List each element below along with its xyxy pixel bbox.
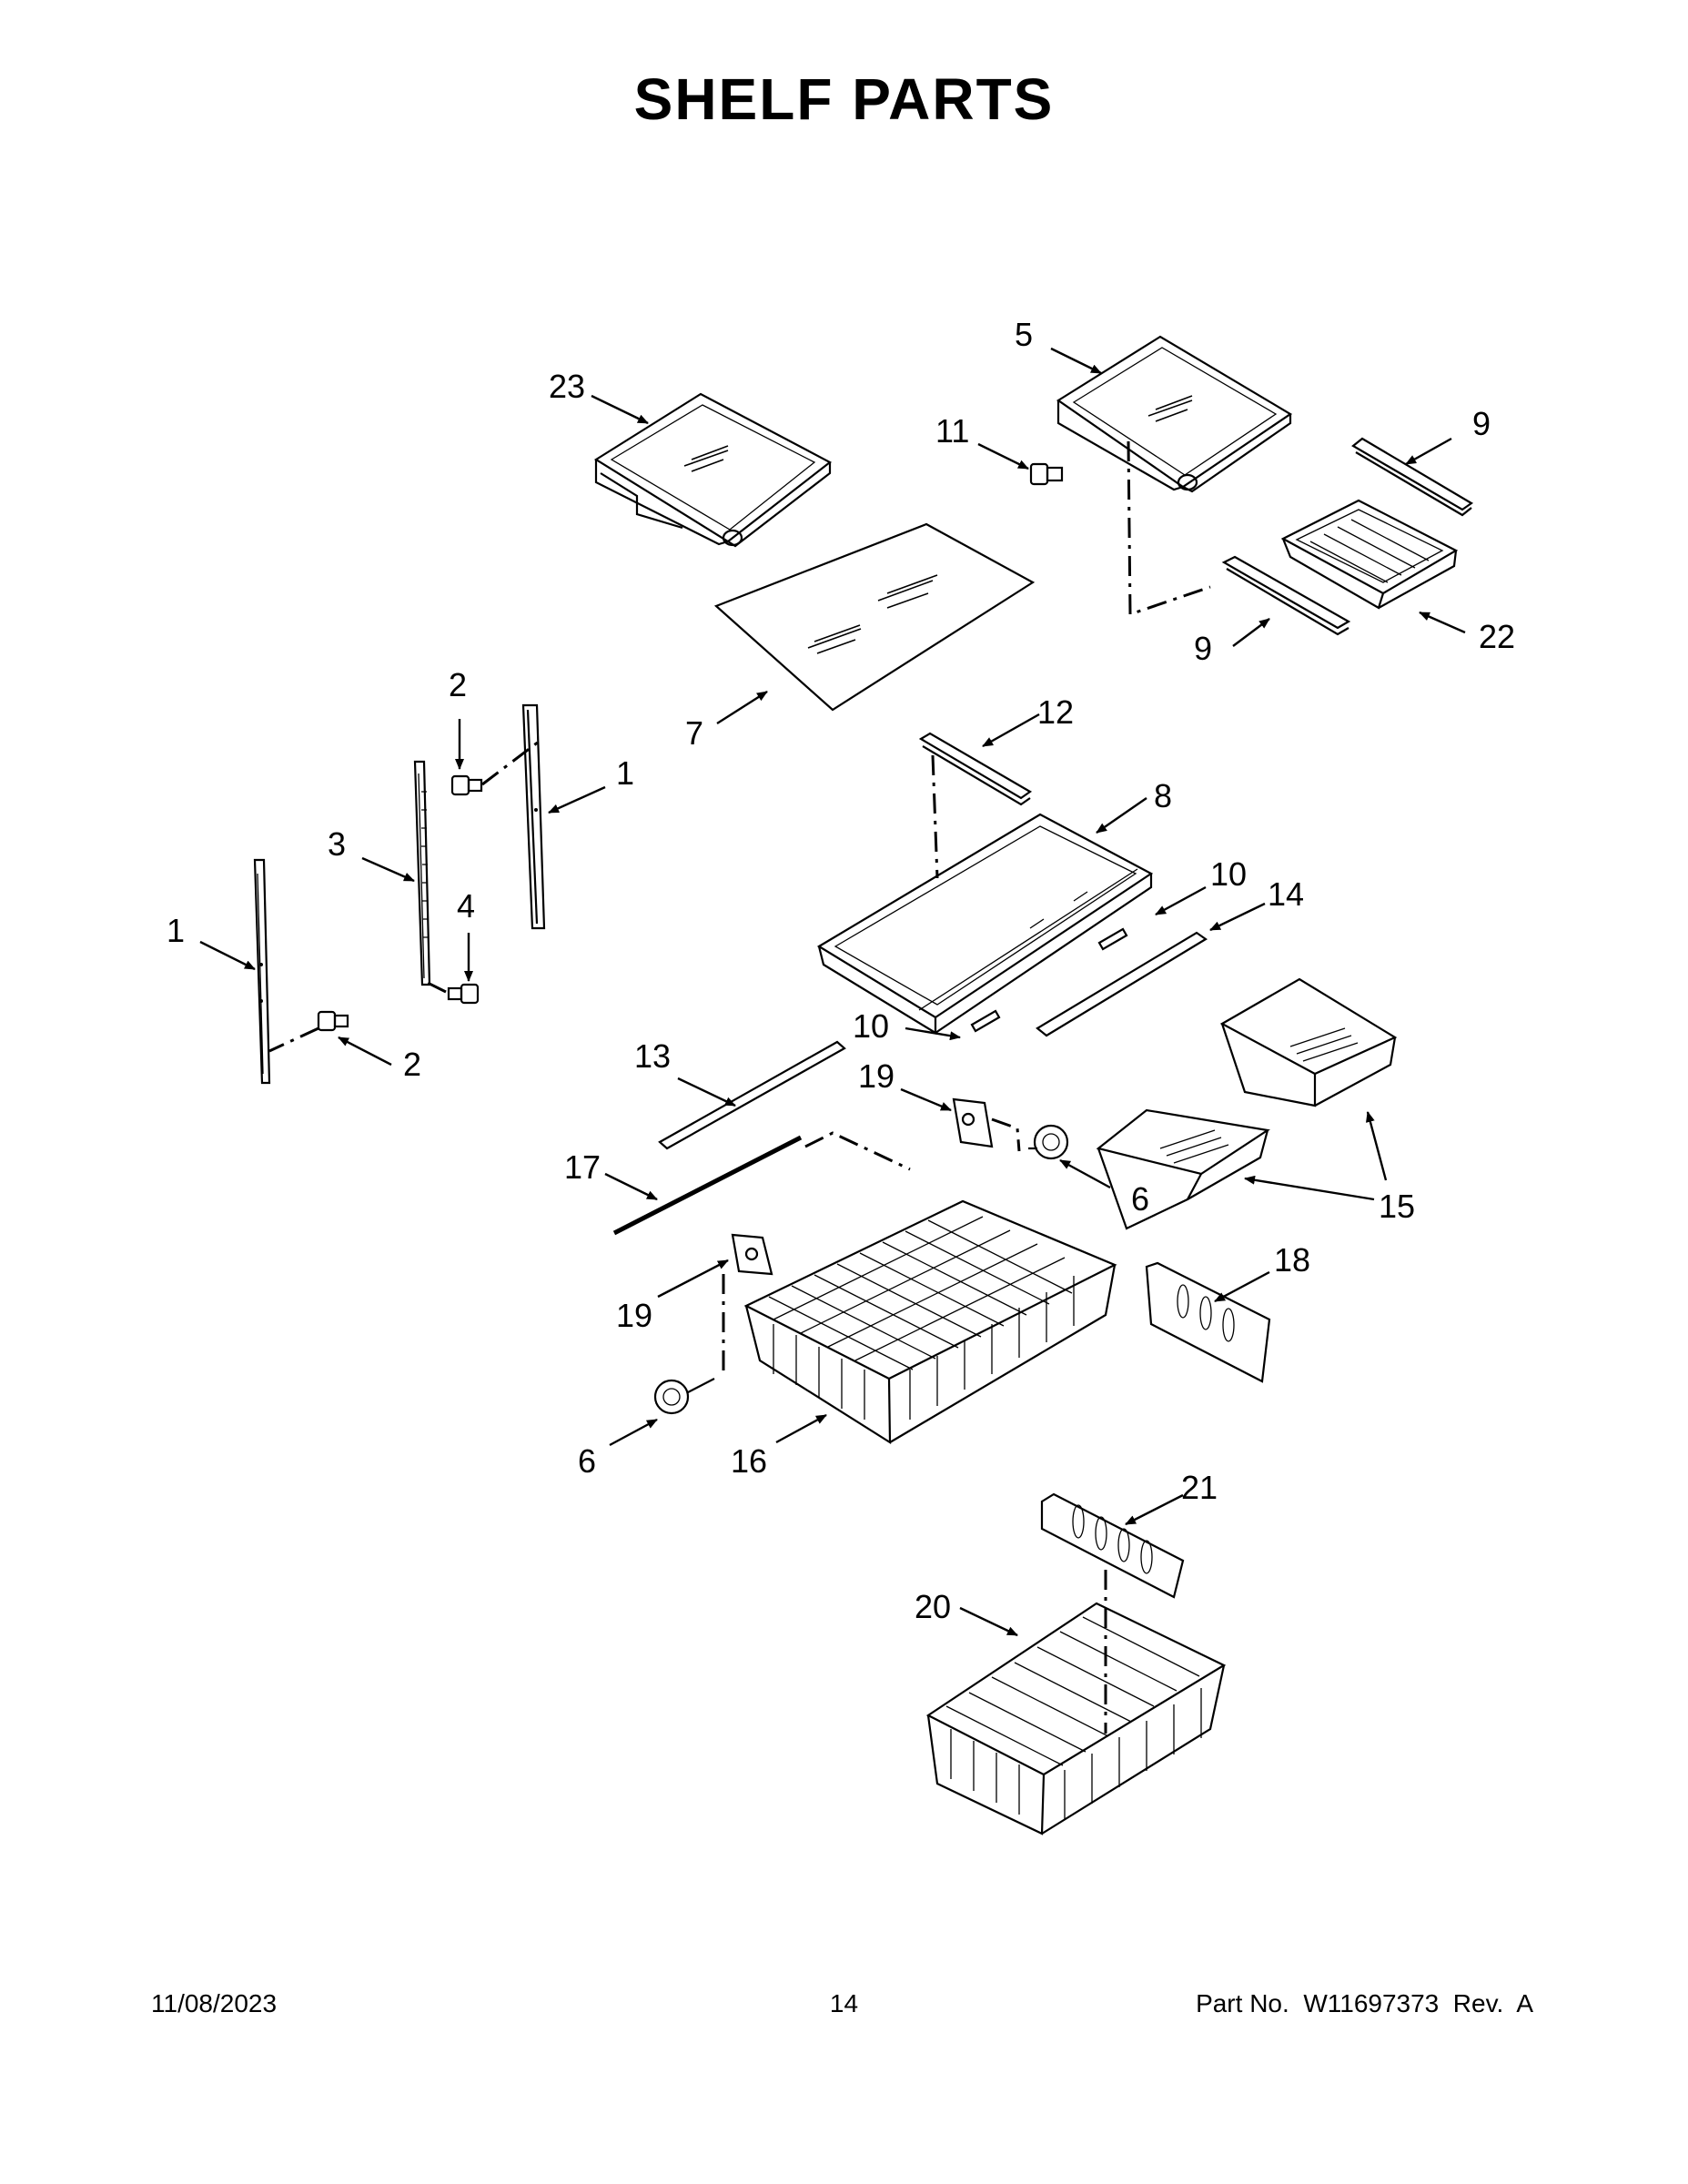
part-18-divider — [1145, 1261, 1271, 1383]
part-10-clip-upper — [1097, 927, 1128, 951]
callout-5: 5 — [1015, 316, 1033, 353]
callout-23: 23 — [549, 368, 585, 405]
callout-1-right: 1 — [616, 754, 634, 792]
part-6-gear-upper — [1028, 1124, 1069, 1160]
callout-12: 12 — [1037, 693, 1074, 731]
part-2-screw-lower — [317, 1010, 349, 1032]
callout-3: 3 — [328, 825, 346, 863]
assembly-line-4-3 — [427, 981, 447, 994]
part-10-clip-lower — [970, 1009, 1001, 1033]
callout-19-lower: 19 — [616, 1297, 652, 1334]
callout-4: 4 — [457, 887, 475, 925]
callout-6-upper: 6 — [1131, 1180, 1149, 1218]
assembly-line-2-1 — [481, 740, 540, 786]
part-15-crisper-drawer-right — [1219, 977, 1398, 1107]
part-1-rail-right — [521, 703, 546, 930]
part-6-gear-lower — [653, 1378, 715, 1415]
callout-16: 16 — [731, 1442, 767, 1480]
callout-9-lower: 9 — [1194, 630, 1212, 667]
page-title: SHELF PARTS — [633, 66, 1055, 132]
callout-13: 13 — [634, 1037, 671, 1075]
callout-9-upper: 9 — [1472, 405, 1491, 442]
callout-14: 14 — [1268, 875, 1304, 913]
callout-22: 22 — [1479, 618, 1515, 655]
part-9-rail-upper — [1351, 437, 1474, 517]
part-4-screw — [447, 983, 480, 1005]
callout-2-lower: 2 — [403, 1046, 421, 1083]
part-20-freezer-basket — [925, 1602, 1227, 1835]
callout-18: 18 — [1274, 1241, 1310, 1279]
callout-6-lower: 6 — [578, 1442, 596, 1480]
callout-17: 17 — [564, 1148, 601, 1186]
assembly-line-17-19 — [804, 1131, 911, 1171]
callout-11: 11 — [935, 412, 969, 450]
part-9-rail-lower — [1221, 555, 1351, 636]
part-7-glass-panel — [713, 522, 1036, 712]
part-3-rail-center — [413, 760, 431, 986]
callout-8: 8 — [1154, 777, 1172, 814]
part-8-shelf-frame — [816, 813, 1154, 1035]
part-21-divider — [1040, 1492, 1185, 1599]
part-5-shelf-assembly — [1056, 335, 1293, 493]
part-19-bracket-upper — [952, 1097, 994, 1148]
callout-1-left: 1 — [167, 912, 185, 949]
part-15-crisper-drawer-left — [1096, 1108, 1270, 1230]
part-11-screw — [1029, 462, 1064, 486]
assembly-line-5-9 — [1127, 440, 1211, 617]
assembly-line-12-8 — [931, 754, 939, 879]
callout-7: 7 — [685, 714, 703, 752]
callout-20: 20 — [915, 1588, 951, 1625]
page-number: 14 — [829, 1989, 859, 2017]
part-1-rail-left — [253, 858, 271, 1085]
callout-10-upper: 10 — [1210, 855, 1247, 893]
part-number: Part No. W11697373 Rev. A — [1196, 1989, 1533, 2017]
part-12-rail — [918, 732, 1033, 806]
part-14-trim — [1036, 931, 1208, 1037]
callout-10-lower: 10 — [853, 1007, 889, 1045]
part-13-rod — [658, 1040, 846, 1150]
callout-21: 21 — [1181, 1469, 1218, 1506]
part-17-rod — [612, 1135, 803, 1236]
callout-2-upper: 2 — [449, 666, 467, 703]
part-16-wire-basket — [743, 1199, 1117, 1445]
part-2-screw-upper — [450, 774, 483, 796]
callout-15: 15 — [1379, 1188, 1415, 1225]
callout-19-upper: 19 — [858, 1057, 895, 1095]
assembly-line-19-6 — [991, 1117, 1021, 1152]
part-19-bracket-lower — [731, 1233, 773, 1276]
assembly-line-2-1-lower — [268, 1026, 319, 1053]
part-22-drawer-bin — [1280, 499, 1459, 610]
footer-date: 11/08/2023 — [151, 1989, 278, 2017]
leader-arrows — [199, 347, 1466, 1637]
part-23-shelf-assembly — [593, 392, 833, 548]
